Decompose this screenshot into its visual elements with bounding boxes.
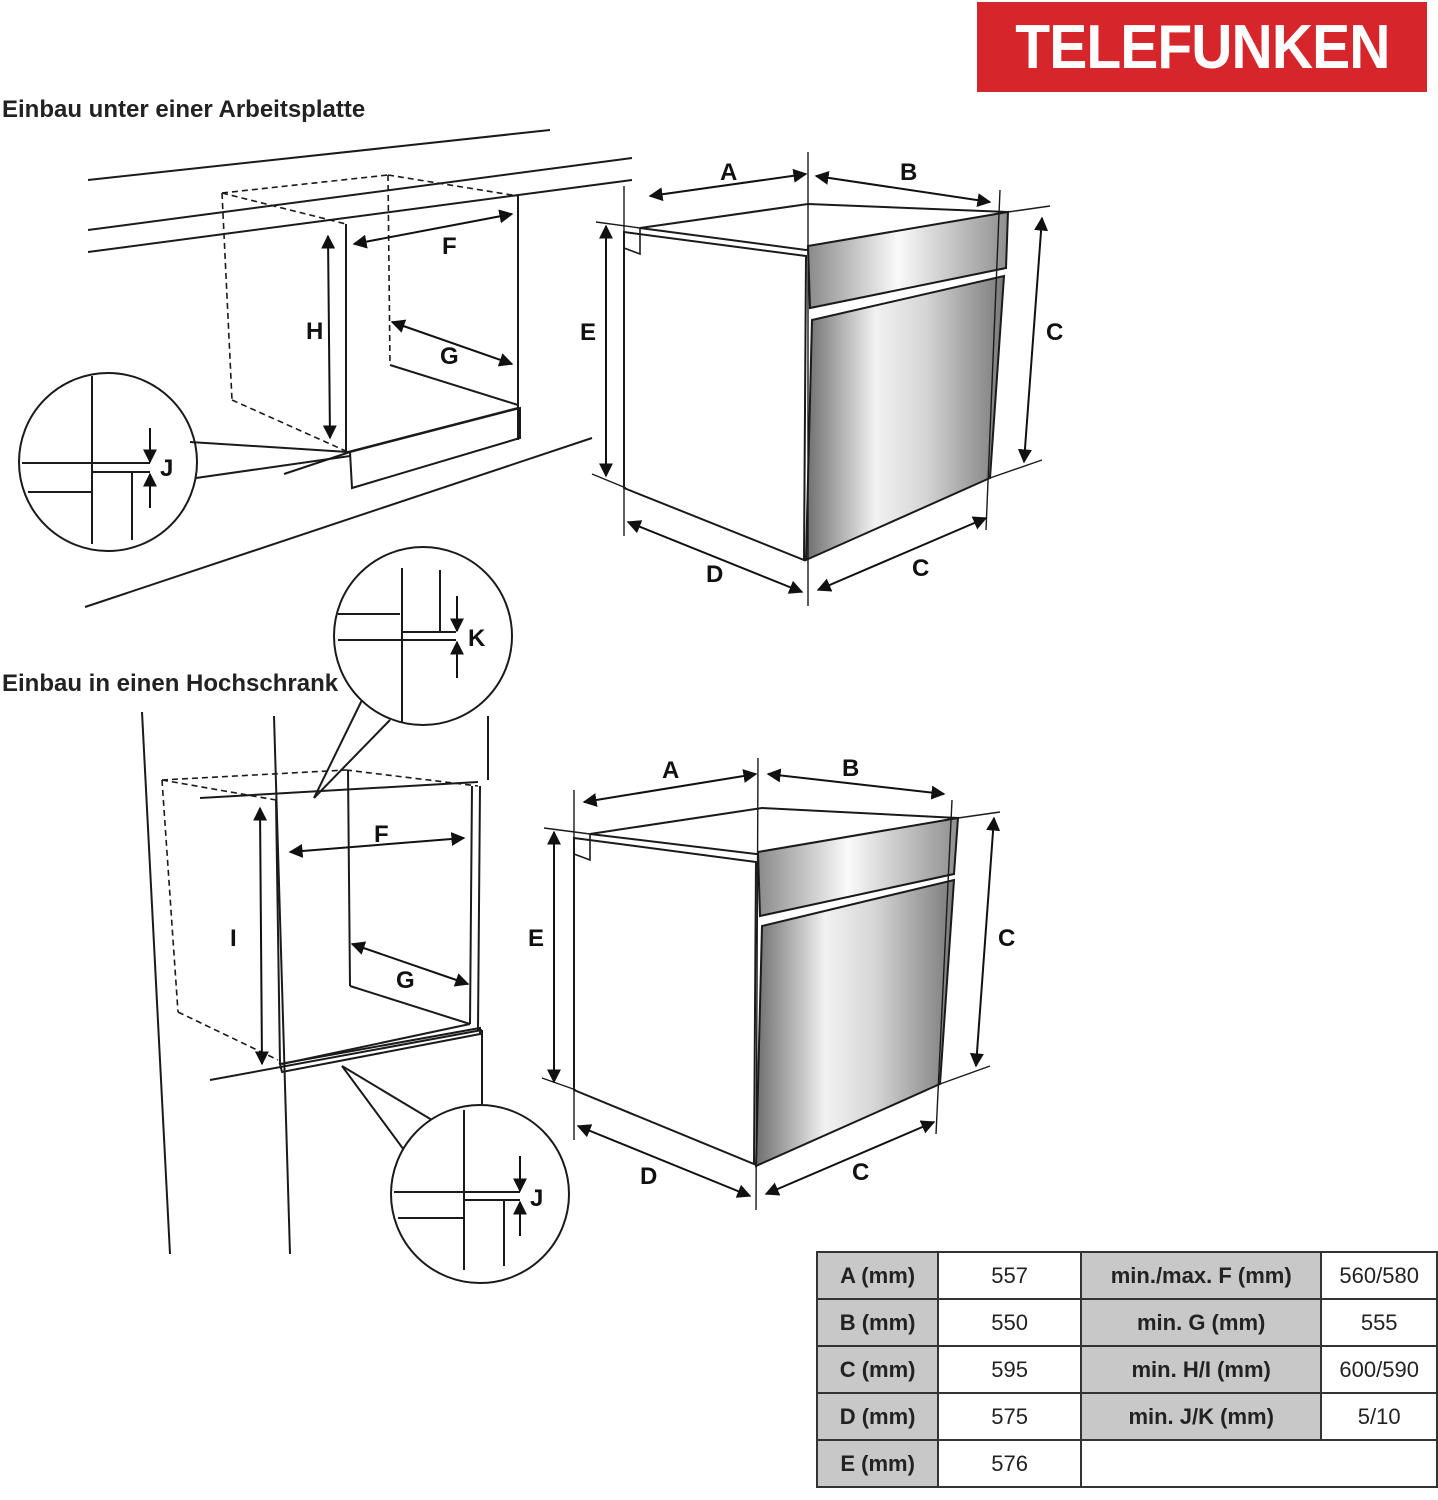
- dimension-c-arrow-bottom-top: [816, 516, 988, 592]
- dimension-g-arrow-bottom: [350, 941, 470, 987]
- oven-drawing-top: [591, 152, 1051, 606]
- brand-name: TELEFUNKEN: [1014, 12, 1390, 82]
- dimension-key-cell: E (mm): [815, 1439, 940, 1488]
- table-row: E (mm)576: [815, 1439, 1438, 1488]
- dimension-value-cell: 595: [937, 1345, 1082, 1394]
- label-c-right-top: C: [1046, 319, 1063, 346]
- dimension-f-arrow: [352, 209, 514, 249]
- detail-circle-j-bottom: [341, 1065, 570, 1284]
- label-i: I: [230, 925, 237, 952]
- label-h: H: [306, 318, 323, 345]
- dimension-key-cell: C (mm): [815, 1345, 940, 1394]
- requirement-key-cell: min. H/I (mm): [1079, 1345, 1323, 1394]
- label-d-top: D: [706, 561, 723, 588]
- dimension-value-cell: 550: [937, 1298, 1082, 1347]
- requirement-value-cell: 600/590: [1320, 1345, 1438, 1394]
- label-c-bottom-top: C: [912, 555, 929, 582]
- dimension-c-arrow-right-top: [1017, 216, 1049, 464]
- dimension-d-arrow-top: [626, 520, 804, 594]
- dimension-key-cell: B (mm): [815, 1298, 940, 1347]
- dimension-value-cell: 576: [937, 1439, 1082, 1488]
- oven-drawing-bottom: [541, 757, 1001, 1211]
- label-d-bottom: D: [640, 1163, 657, 1190]
- dimension-c-arrow-bottom-bottom: [764, 1120, 936, 1196]
- telefunken-logo: TELEFUNKEN: [977, 2, 1427, 92]
- label-k: K: [468, 625, 486, 652]
- label-j-top: J: [160, 455, 173, 482]
- label-j-bottom: J: [530, 1185, 543, 1212]
- label-a-top: A: [720, 159, 737, 186]
- label-g-bottom: G: [396, 967, 415, 994]
- dimension-h-arrow: [321, 234, 337, 440]
- detail-circle-j-top: [18, 372, 351, 552]
- label-c-right-bottom: C: [998, 925, 1015, 952]
- detail-circle-k: [313, 546, 513, 799]
- label-e-bottom: E: [528, 925, 544, 952]
- dimension-f-arrow-bottom: [288, 832, 466, 858]
- dimension-a-arrow-bottom: [582, 769, 758, 807]
- requirement-value-cell: 560/580: [1320, 1251, 1438, 1300]
- dimension-g-arrow: [390, 319, 514, 367]
- dimension-i-arrow: [253, 806, 269, 1066]
- dimension-b-arrow-top: [814, 170, 992, 208]
- dimension-c-arrow-right-bottom: [969, 816, 1001, 1068]
- label-b-top: B: [900, 159, 917, 186]
- label-c-bottom-bottom: C: [852, 1159, 869, 1186]
- dimension-a-arrow-top: [648, 168, 808, 202]
- label-g: G: [440, 343, 459, 370]
- dimension-key-cell: A (mm): [815, 1251, 940, 1300]
- label-f-bottom: F: [374, 821, 389, 848]
- label-e-top: E: [580, 319, 596, 346]
- requirement-value-cell: 555: [1320, 1298, 1438, 1347]
- dimension-key-cell: D (mm): [815, 1392, 940, 1441]
- heading-tall-cabinet: Einbau in einen Hochschrank: [2, 670, 339, 697]
- dimension-b-arrow-bottom: [766, 768, 946, 800]
- requirement-key-cell: [1079, 1439, 1438, 1488]
- label-f: F: [442, 233, 457, 260]
- requirement-key-cell: min. J/K (mm): [1079, 1392, 1323, 1441]
- label-a-bottom: A: [662, 757, 679, 784]
- dimension-value-cell: 557: [937, 1251, 1082, 1300]
- dimension-value-cell: 575: [937, 1392, 1082, 1441]
- countertop-cabinet-drawing: [84, 129, 633, 608]
- requirement-key-cell: min./max. F (mm): [1079, 1251, 1323, 1300]
- requirement-value-cell: 5/10: [1320, 1392, 1438, 1441]
- heading-under-counter: Einbau unter einer Arbeitsplatte: [2, 96, 366, 123]
- dimension-d-arrow-bottom: [576, 1124, 752, 1198]
- label-b-bottom: B: [842, 755, 859, 782]
- requirement-key-cell: min. G (mm): [1079, 1298, 1323, 1347]
- tall-cabinet-drawing: [141, 711, 489, 1255]
